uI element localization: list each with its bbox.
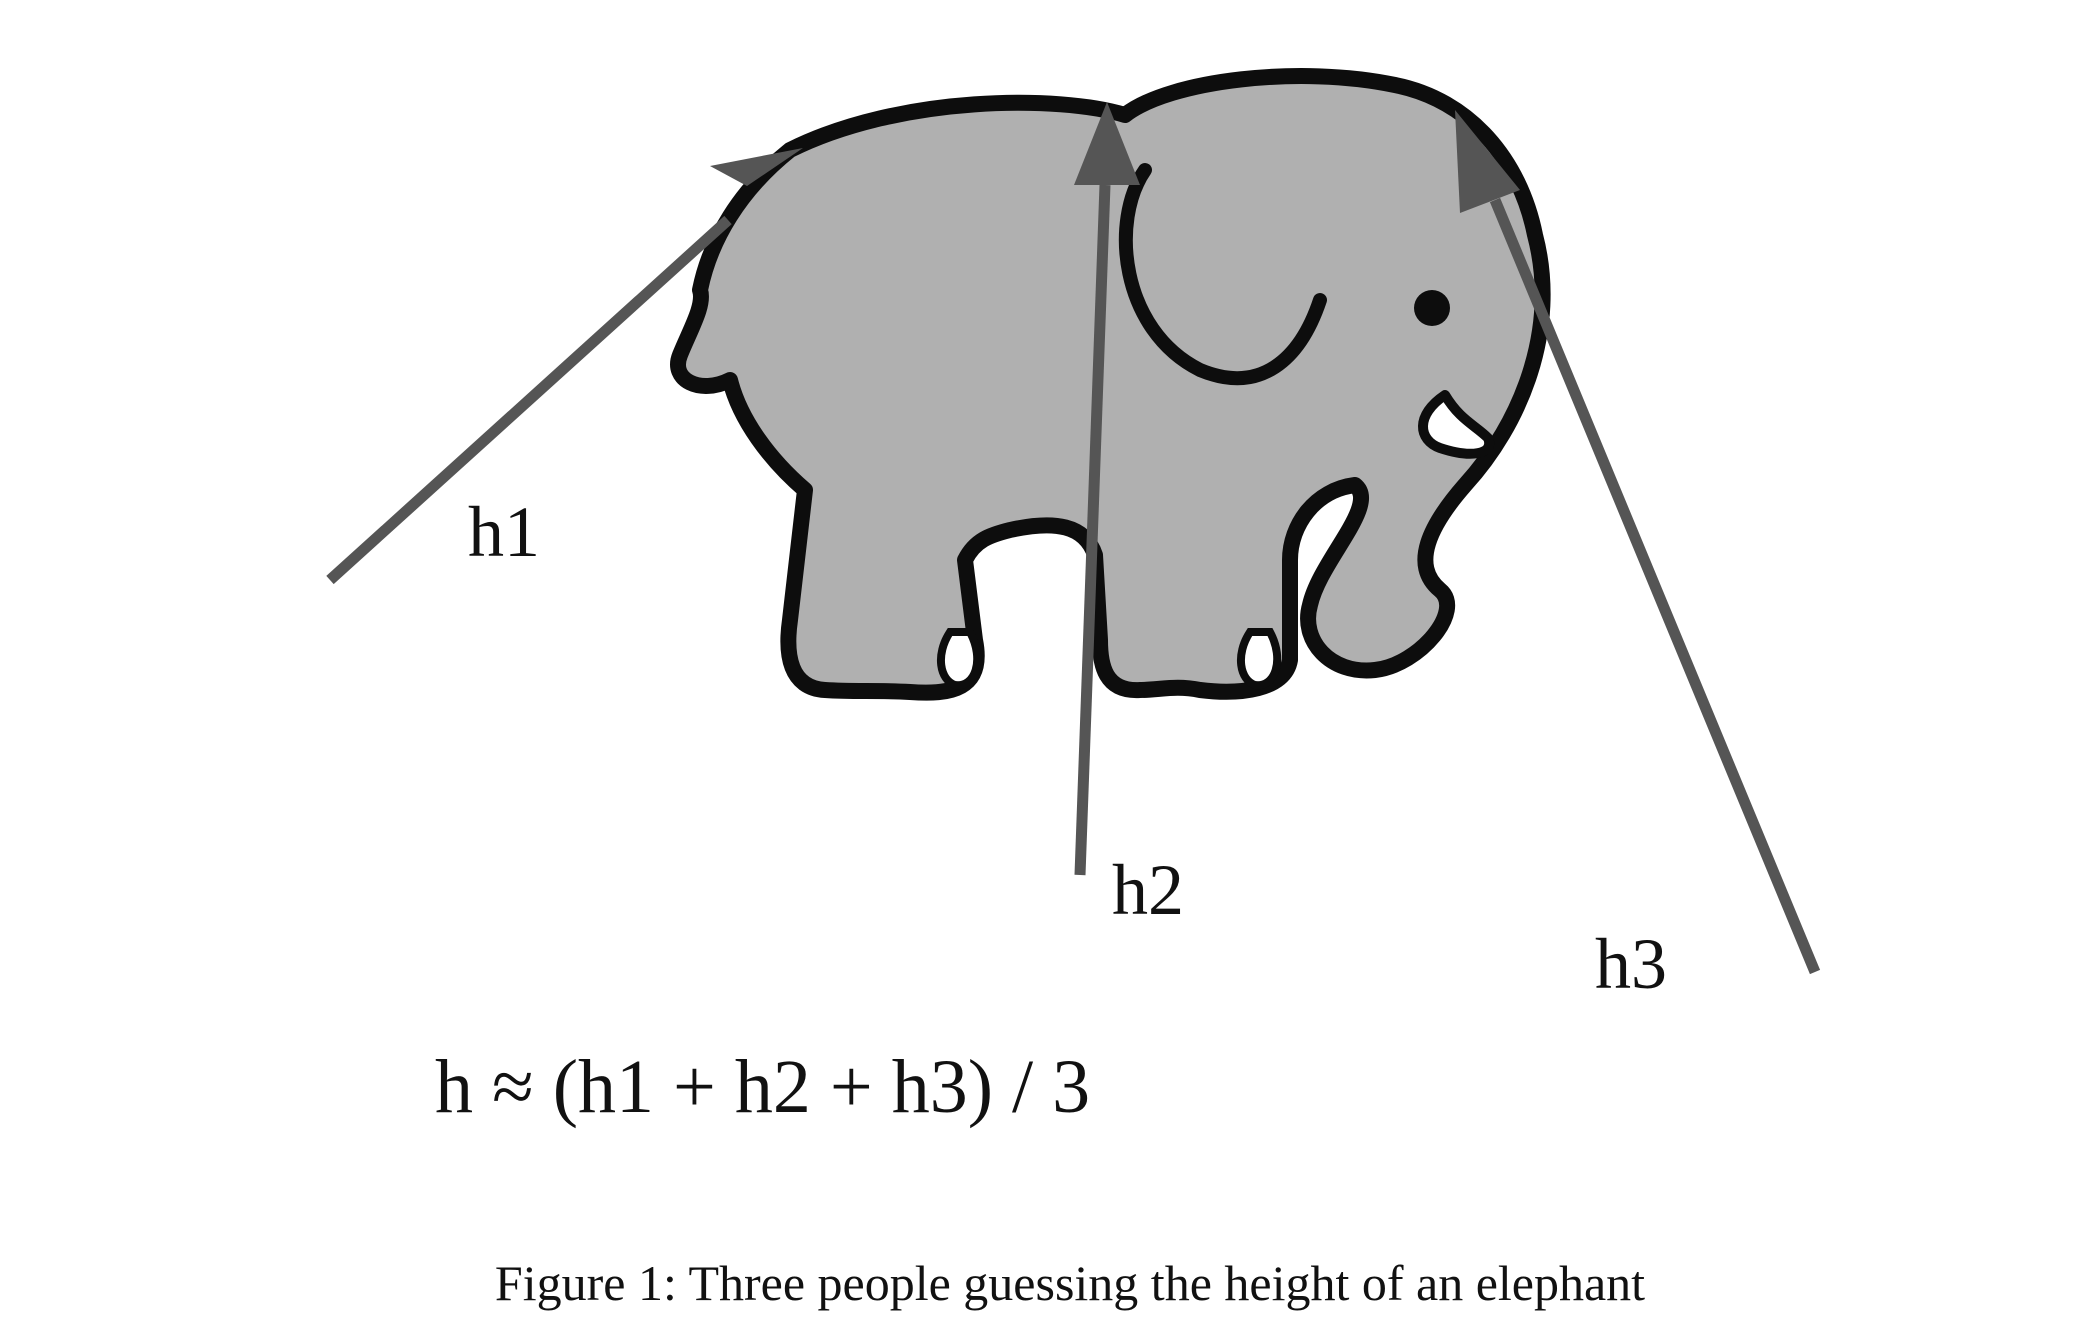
elephant-tusk bbox=[1418, 390, 1495, 459]
h2-label: h2 bbox=[1112, 850, 1184, 930]
elephant-illustration bbox=[670, 68, 1551, 701]
elephant-ear bbox=[1118, 163, 1327, 386]
h1-label: h1 bbox=[468, 492, 540, 572]
height-formula: h ≈ (h1 + h2 + h3) / 3 bbox=[435, 1045, 1090, 1129]
h2-arrow bbox=[1074, 102, 1140, 876]
figure-caption: Figure 1: Three people guessing the heig… bbox=[495, 1255, 1645, 1311]
elephant-toenail-front bbox=[1236, 628, 1282, 690]
elephant-eye bbox=[1414, 290, 1450, 326]
h1-arrow bbox=[326, 148, 803, 585]
h3-label: h3 bbox=[1595, 924, 1667, 1004]
h3-arrow bbox=[1455, 110, 1821, 975]
elephant-toenail-back bbox=[936, 628, 982, 690]
elephant-body bbox=[670, 68, 1551, 701]
